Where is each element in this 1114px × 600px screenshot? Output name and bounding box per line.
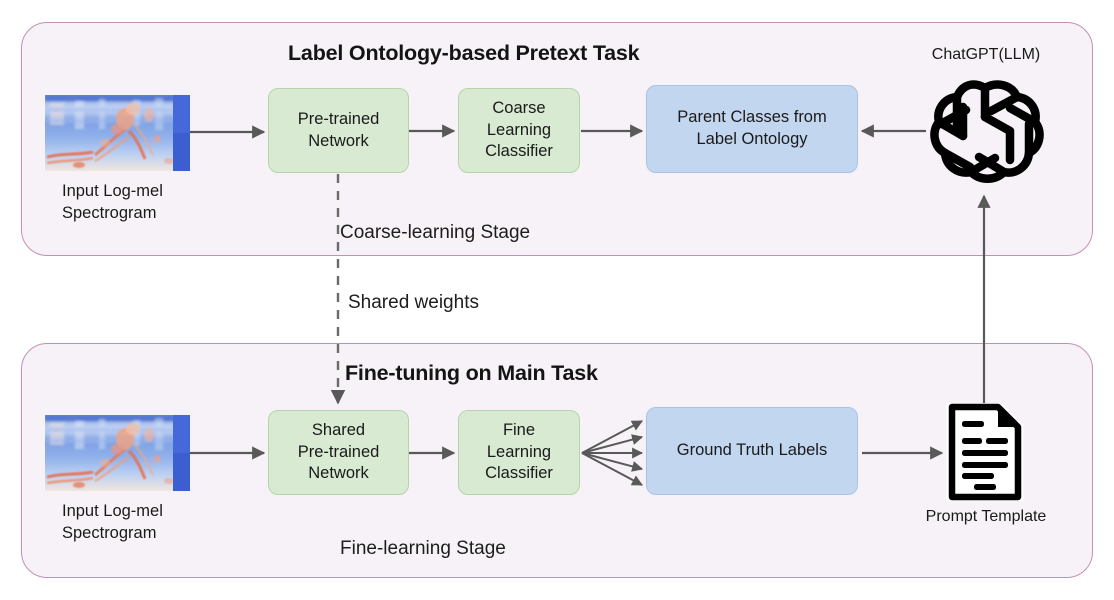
node-label-line3: Classifier <box>485 464 553 483</box>
node-coarse-learning-classifier[interactable]: Coarse Learning Classifier <box>458 88 580 173</box>
prompt-template-caption: Prompt Template <box>925 508 1047 525</box>
fine-stage-title: Fine-tuning on Main Task <box>345 361 598 385</box>
node-label-line1: Fine <box>502 420 536 439</box>
document-icon <box>946 401 1024 503</box>
log-mel-spectrogram-image-top <box>45 95 190 171</box>
fine-stage-caption: Fine-learning Stage <box>340 538 506 559</box>
coarse-stage-title: Label Ontology-based Pretext Task <box>288 41 640 65</box>
chatgpt-logo-icon <box>924 73 1046 193</box>
coarse-stage-caption: Coarse-learning Stage <box>340 222 531 243</box>
spectrogram-caption-line1: Input Log-mel <box>62 182 163 200</box>
node-label-line1: Shared <box>311 420 366 439</box>
chatgpt-caption: ChatGPT(LLM) <box>931 46 1041 63</box>
node-label-line1: Ground Truth Labels <box>676 441 828 460</box>
node-label-line2: Learning <box>486 442 552 461</box>
node-shared-pretrained-network[interactable]: Shared Pre-trained Network <box>268 410 409 495</box>
spectrogram-caption-top: Input Log-mel Spectrogram <box>62 180 232 225</box>
node-label-line2: Pre-trained <box>297 442 380 461</box>
node-parent-classes-from-label-ontology[interactable]: Parent Classes from Label Ontology <box>646 85 858 173</box>
spectrogram-caption-bottom: Input Log-mel Spectrogram <box>62 500 232 545</box>
node-label-line2: Learning <box>486 120 552 139</box>
node-label-line3: Classifier <box>485 142 553 161</box>
spectrogram-caption-line1: Input Log-mel <box>62 502 163 520</box>
node-ground-truth-labels[interactable]: Ground Truth Labels <box>646 407 858 495</box>
spectrogram-caption-line2: Spectrogram <box>62 204 157 223</box>
log-mel-spectrogram-image-bottom <box>45 415 190 491</box>
node-label-line2: Label Ontology <box>696 130 808 148</box>
node-label-line2: Network <box>308 131 369 150</box>
node-label-line1: Parent Classes from <box>677 108 827 127</box>
node-label-line1: Pre-trained <box>297 109 380 128</box>
spectrogram-caption-line2: Spectrogram <box>62 524 157 543</box>
node-label-line1: Coarse <box>492 98 546 117</box>
node-label-line3: Network <box>308 464 369 483</box>
node-fine-learning-classifier[interactable]: Fine Learning Classifier <box>458 410 580 495</box>
shared-weights-label: Shared weights <box>348 292 479 313</box>
node-pretrained-network[interactable]: Pre-trained Network <box>268 88 409 173</box>
